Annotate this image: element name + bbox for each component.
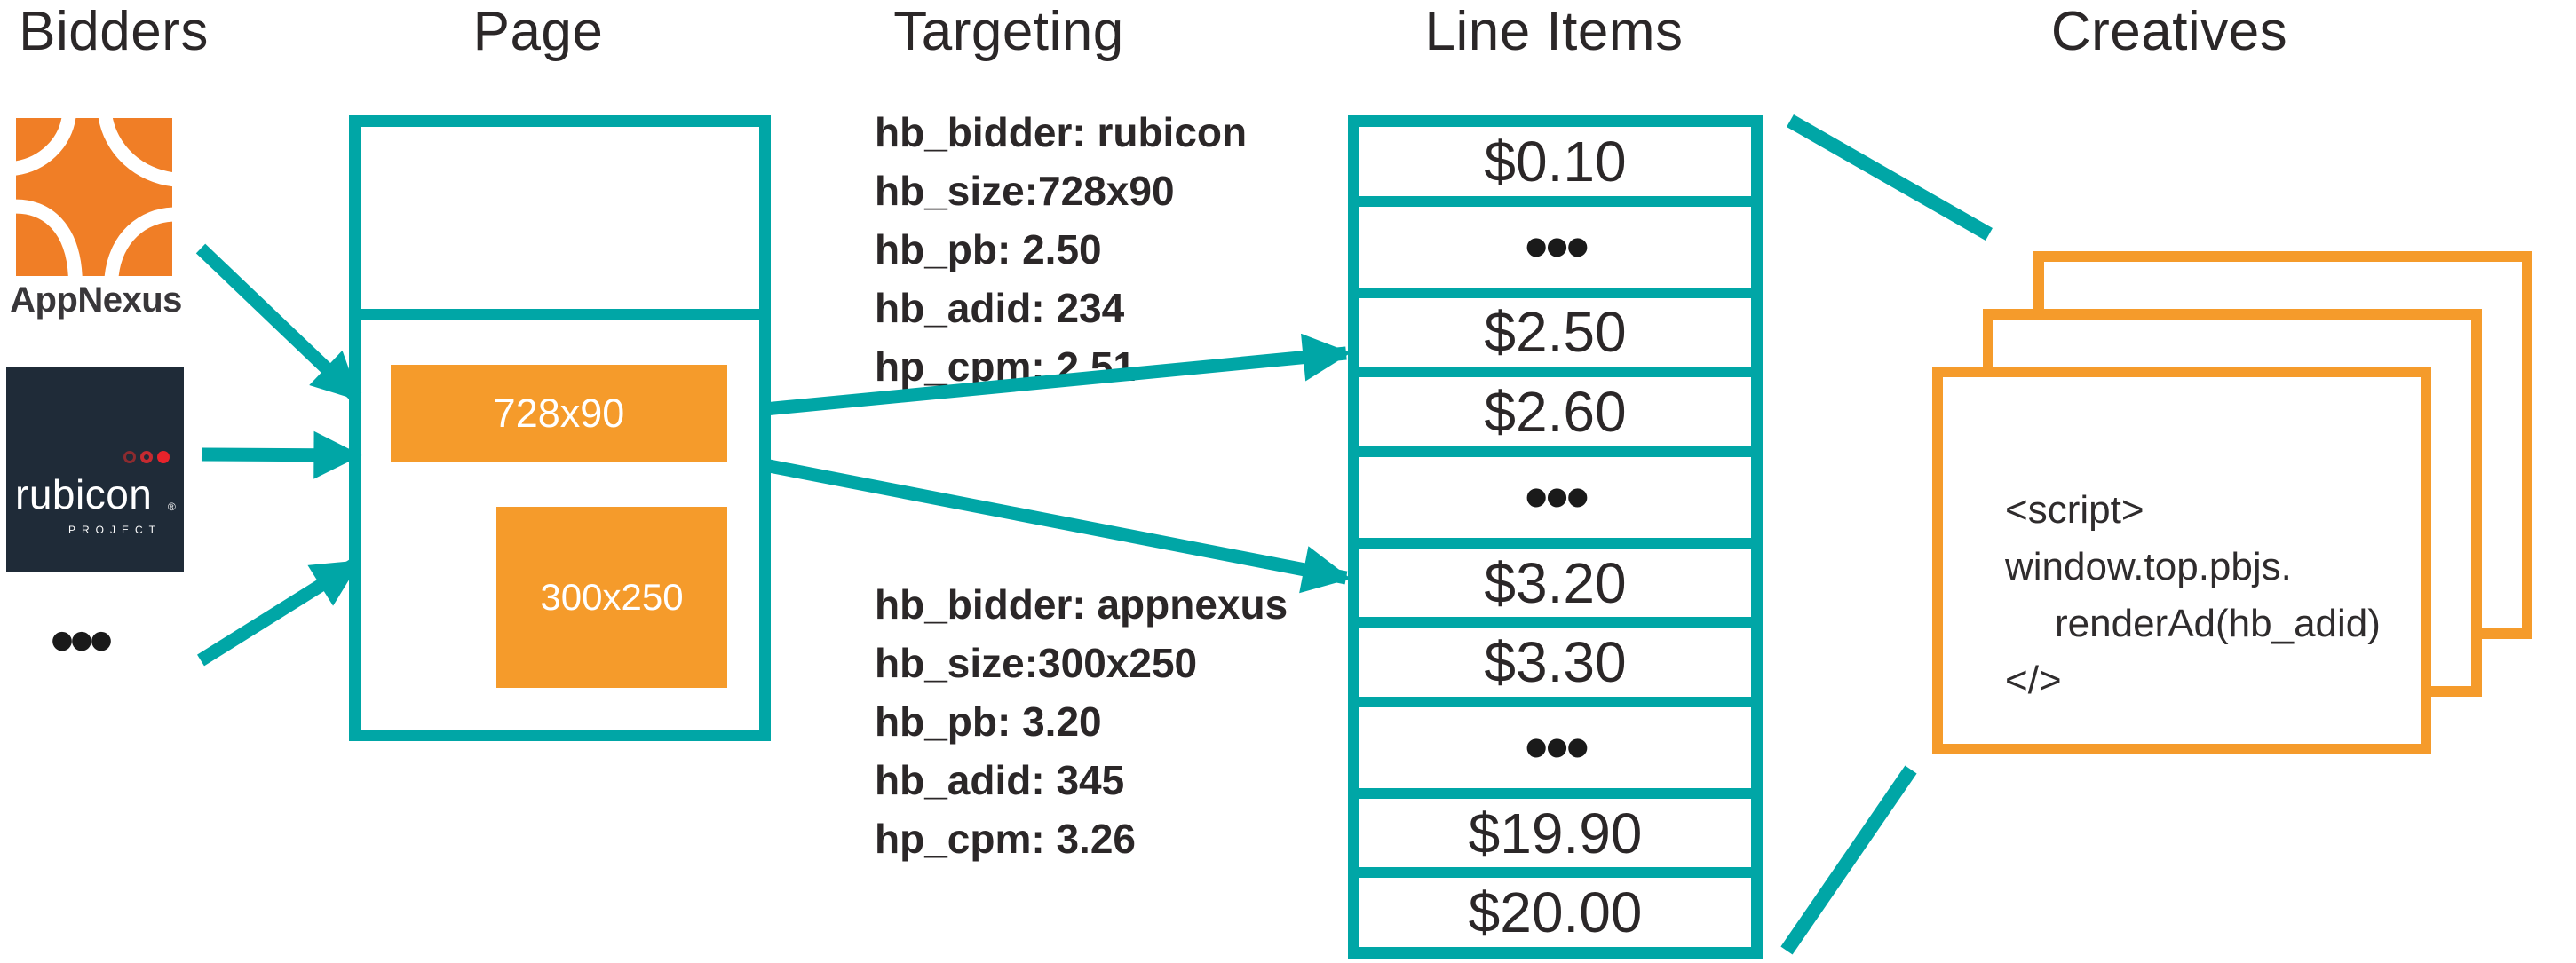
line-item-row: $19.90	[1359, 798, 1751, 868]
targeting-line: hb_pb: 2.50	[875, 226, 1102, 272]
arrow-more-bidders-to-page	[197, 556, 361, 667]
targeting-line: hp_cpm: 3.26	[875, 816, 1136, 862]
targeting-line: hb_bidder: rubicon	[875, 109, 1248, 155]
more-bidders-ellipsis: •••	[50, 601, 114, 680]
targeting-line: hb_adid: 234	[875, 285, 1125, 331]
page-wireframe: 728x90 300x250	[349, 115, 771, 741]
line-lineitems-to-creatives-top	[1787, 114, 1993, 241]
rubicon-logo: rubicon ® PROJECT	[6, 367, 184, 572]
ad-slot-728x90: 728x90	[391, 365, 727, 462]
line-item-row: $3.20	[1359, 548, 1751, 618]
targeting-appnexus-block: hb_bidder: appnexus hb_size:300x250 hb_p…	[875, 575, 1288, 868]
line-item-row: $0.10	[1359, 127, 1751, 196]
line-item-row: $2.60	[1359, 377, 1751, 446]
rubicon-dots-icon	[123, 451, 170, 463]
arrow-appnexus-to-page	[195, 243, 362, 403]
line-lineitems-to-creatives-bottom	[1780, 765, 1917, 955]
rubicon-project-label: PROJECT	[68, 524, 162, 536]
ad-slot-728x90-label: 728x90	[493, 391, 625, 436]
column-header-page: Page	[472, 1, 604, 62]
column-header-line-items: Line Items	[1424, 1, 1684, 62]
line-item-row-ellipsis: •••	[1359, 206, 1751, 288]
line-item-row-ellipsis: •••	[1359, 706, 1751, 788]
code-line: </>	[2005, 659, 2062, 702]
ad-slot-300x250: 300x250	[496, 507, 727, 688]
targeting-line: hb_size:300x250	[875, 640, 1198, 686]
line-item-row: $3.30	[1359, 628, 1751, 697]
targeting-line: hp_cpm: 2.51	[875, 343, 1136, 390]
column-header-targeting: Targeting	[893, 1, 1124, 62]
targeting-rubicon-block: hb_bidder: rubicon hb_size:728x90 hb_pb:…	[875, 103, 1247, 396]
line-item-row-ellipsis: •••	[1359, 456, 1751, 538]
creative-code-snippet: <script> window.top.pbjs. renderAd(hb_ad…	[2005, 482, 2381, 709]
targeting-line: hb_size:728x90	[875, 168, 1175, 214]
code-line: renderAd(hb_adid)	[2055, 602, 2381, 645]
appnexus-label: AppNexus	[10, 280, 182, 320]
arrow-page-to-line-item-320	[763, 458, 1351, 594]
rubicon-wordmark: rubicon	[15, 471, 153, 517]
targeting-line: hb_adid: 345	[875, 757, 1125, 803]
column-header-bidders: Bidders	[19, 1, 209, 62]
line-items-table: $0.10 ••• $2.50 $2.60 ••• $3.20 $3.30 ••…	[1348, 115, 1763, 959]
rubicon-registered-mark: ®	[168, 501, 176, 513]
targeting-line: hb_bidder: appnexus	[875, 581, 1288, 628]
code-line: window.top.pbjs.	[2005, 545, 2292, 588]
code-line: <script>	[2005, 488, 2144, 532]
creative-card-front: <script> window.top.pbjs. renderAd(hb_ad…	[1932, 367, 2431, 754]
line-item-row: $20.00	[1359, 878, 1751, 948]
arrow-rubicon-to-page	[201, 430, 362, 479]
targeting-line: hb_pb: 3.20	[875, 699, 1102, 745]
line-item-row: $2.50	[1359, 297, 1751, 367]
page-header-divider	[361, 309, 759, 320]
ad-slot-300x250-label: 300x250	[540, 576, 684, 618]
column-header-creatives: Creatives	[2050, 1, 2288, 62]
appnexus-logo-icon	[16, 118, 172, 276]
